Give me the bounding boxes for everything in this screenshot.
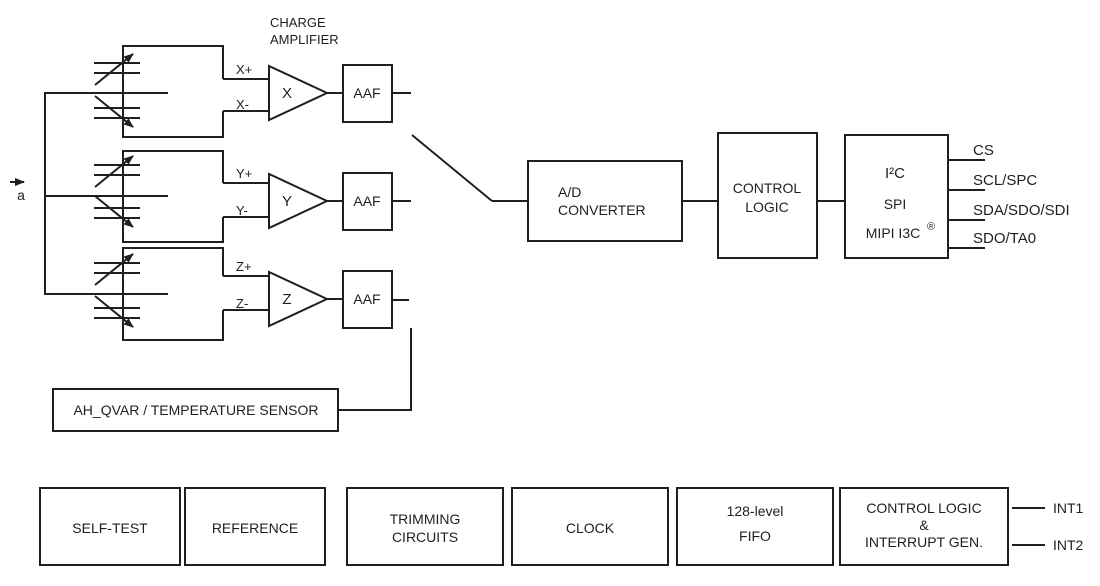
sensing-element-box [122, 247, 224, 341]
variable-capacitor-icon [94, 253, 140, 286]
channel-y: Y+ Y- Y AAF [94, 150, 411, 243]
interface-pins: CS SCL/SPC SDA/SDO/SDI SDO/TA0 [948, 142, 1070, 249]
fifo-label-line1: 128-level [727, 503, 784, 519]
pin-label-int1: INT1 [1053, 500, 1084, 516]
acceleration-input: a [10, 92, 168, 295]
trimming-label-line2: CIRCUITS [392, 529, 458, 545]
charge-amplifier-title-line1: CHARGE [270, 15, 326, 30]
variable-arrow-icon [94, 95, 134, 128]
variable-capacitor-icon [94, 295, 140, 328]
aaf-label: AAF [353, 85, 380, 101]
pin-label-x-minus: X- [236, 97, 249, 112]
aaf-box [342, 172, 393, 231]
control-logic-label-line1: CONTROL [733, 180, 802, 196]
mux-switch-line [411, 134, 493, 202]
interface-block: I²C SPI MIPI I3C ® [844, 134, 949, 259]
amplifier-label: Y [282, 193, 292, 210]
reference-label: REFERENCE [212, 520, 298, 536]
pin-label-y-plus: Y+ [236, 166, 252, 181]
fifo-label-line2: FIFO [739, 528, 771, 544]
fifo-box [676, 487, 834, 566]
pin-label-scl-spc: SCL/SPC [973, 172, 1037, 189]
variable-arrow-icon [94, 295, 134, 328]
pin-label-sda-sdo-sdi: SDA/SDO/SDI [973, 202, 1070, 219]
input-rail-line [44, 92, 168, 295]
variable-capacitor-icon [94, 195, 140, 228]
interface-label-spi: SPI [884, 196, 907, 212]
aaf-label: AAF [353, 291, 380, 307]
qvar-box [52, 388, 339, 432]
interrupt-gen-box [839, 487, 1009, 566]
self-test-label: SELF-TEST [72, 520, 148, 536]
interrupt-gen-label-line1: CONTROL LOGIC [866, 500, 981, 516]
acceleration-label: a [17, 187, 25, 203]
interface-box [844, 134, 949, 259]
interface-label-mipi-i3c: MIPI I3C [866, 225, 920, 241]
pin-label-z-plus: Z+ [236, 259, 252, 274]
qvar-temperature-block: AH_QVAR / TEMPERATURE SENSOR [52, 328, 412, 432]
amplifier-triangle-icon [268, 64, 330, 122]
trimming-label-line1: TRIMMING [390, 511, 461, 527]
amplifier-triangle-icon [268, 270, 330, 328]
mux-switch [411, 134, 528, 202]
variable-arrow-icon [94, 155, 134, 188]
pin-label-int2: INT2 [1053, 537, 1084, 553]
pin-label-z-minus: Z- [236, 296, 248, 311]
adc-box [527, 160, 683, 242]
adc-label-line2: CONVERTER [558, 202, 646, 218]
interface-label-i2c: I²C [885, 165, 905, 182]
variable-capacitor-icon [94, 155, 140, 188]
interrupt-gen-label-line2: & [919, 517, 929, 533]
amplifier-label: X [282, 85, 292, 102]
amplifier-label: Z [282, 291, 291, 308]
clock-box [511, 487, 669, 566]
control-logic-label-line2: LOGIC [745, 199, 789, 215]
pin-label-cs: CS [973, 142, 994, 159]
pin-label-sdo-ta0: SDO/TA0 [973, 230, 1036, 247]
registered-mark: ® [927, 221, 935, 233]
amplifier-triangle-icon [268, 172, 330, 230]
interrupt-gen-label-line3: INTERRUPT GEN. [865, 534, 983, 550]
reference-box [184, 487, 326, 566]
wire [338, 328, 412, 411]
adc-label-line1: A/D [558, 184, 581, 200]
control-logic-box [717, 132, 818, 259]
charge-amplifier-title-line2: AMPLIFIER [270, 32, 339, 47]
charge-amplifier-title: CHARGE AMPLIFIER [270, 15, 339, 47]
control-logic-block: CONTROL LOGIC [717, 132, 818, 259]
bottom-row: SELF-TEST REFERENCE TRIMMING CIRCUITS CL… [39, 487, 1084, 566]
variable-capacitor-icon [94, 95, 140, 128]
qvar-label: AH_QVAR / TEMPERATURE SENSOR [73, 402, 318, 418]
sensing-element-box [122, 45, 224, 138]
sensing-element-box [122, 150, 224, 243]
adc-block: A/D CONVERTER [527, 160, 683, 242]
variable-capacitor-icon [94, 53, 140, 86]
trimming-circuits-box [346, 487, 504, 566]
variable-arrow-icon [94, 195, 134, 228]
pin-label-y-minus: Y- [236, 203, 248, 218]
aaf-box [342, 270, 393, 329]
channel-x: X+ X- X AAF [94, 45, 411, 138]
variable-arrow-icon [94, 253, 134, 286]
pin-label-x-plus: X+ [236, 62, 252, 77]
channel-z: Z+ Z- Z AAF [94, 247, 409, 341]
self-test-box [39, 487, 181, 566]
aaf-label: AAF [353, 193, 380, 209]
clock-label: CLOCK [566, 520, 615, 536]
variable-arrow-icon [94, 53, 134, 86]
